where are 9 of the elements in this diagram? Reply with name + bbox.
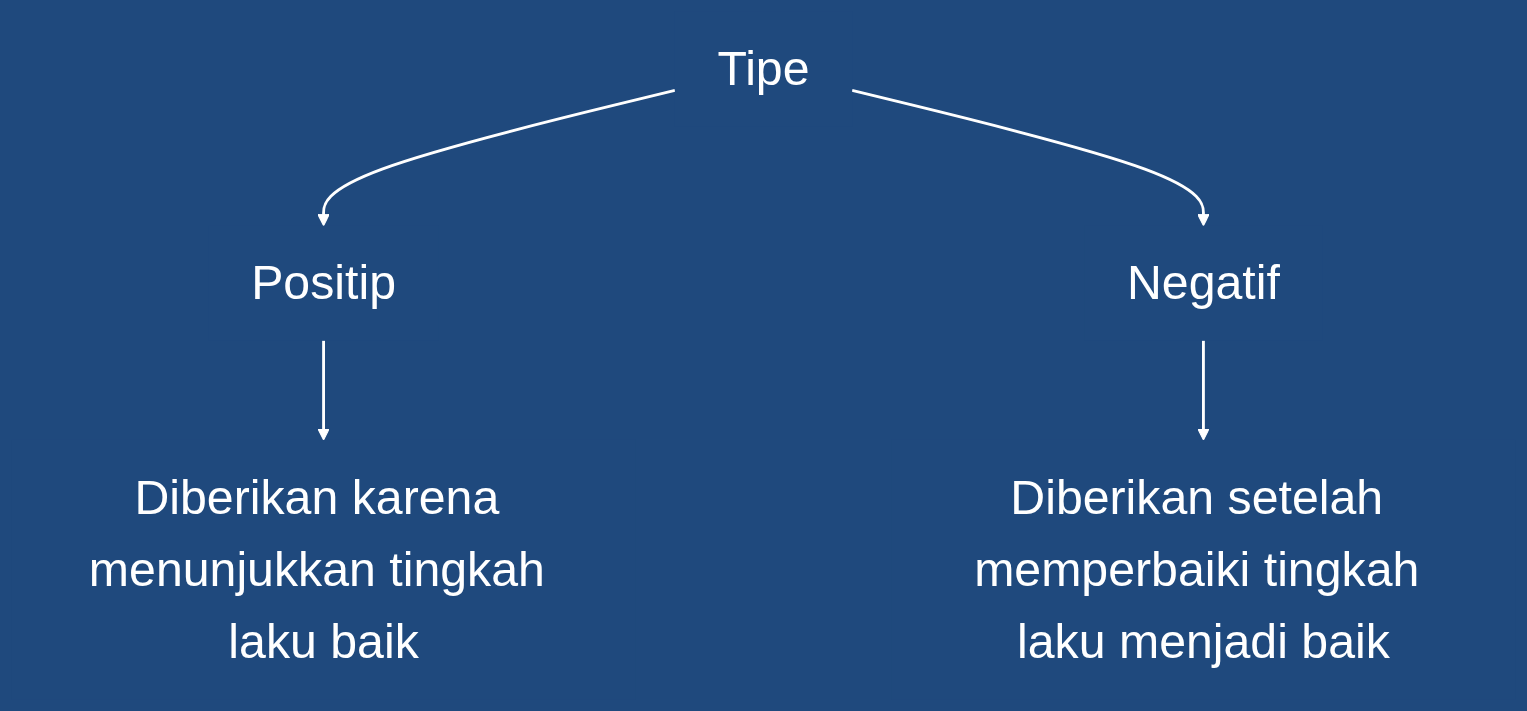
node-text: Positip [251,255,396,310]
arrow [317,340,330,441]
arrow [1197,340,1210,441]
node-text: Tipe [717,41,810,96]
node-text: Negatif [1126,255,1280,310]
arrow [317,89,676,227]
node-text: Diberikan karena menunjukkan tingkah laku baik [88,469,545,669]
arrow [851,89,1210,227]
node-text: Diberikan setelah memperbaiki tingkah laku menjadi baik [974,469,1420,669]
